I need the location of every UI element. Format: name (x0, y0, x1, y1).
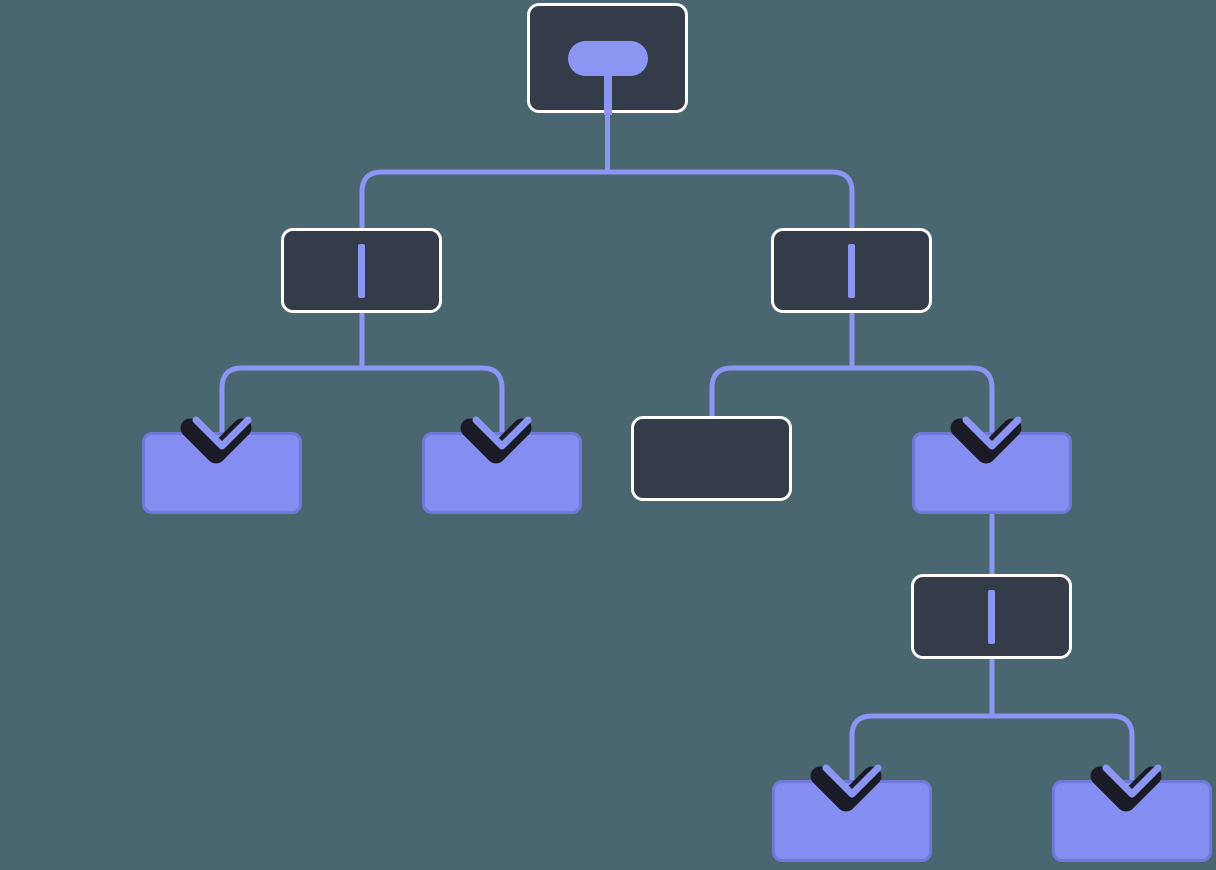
arrow-head-l2-b[interactable] (472, 416, 532, 450)
node-root-stem (604, 70, 612, 115)
arrow-head-l2-a[interactable] (192, 416, 252, 450)
node-l1-left-inner-connector-bar (358, 244, 365, 298)
node-l3-a-inner-connector-bar (988, 590, 995, 644)
node-l2-c[interactable] (631, 416, 792, 501)
node-l1-right-inner-connector-bar (848, 244, 855, 298)
arrow-head-l4-a[interactable] (822, 764, 882, 798)
arrow-head-l4-b[interactable] (1102, 764, 1162, 798)
arrow-head-l2-d[interactable] (962, 416, 1022, 450)
